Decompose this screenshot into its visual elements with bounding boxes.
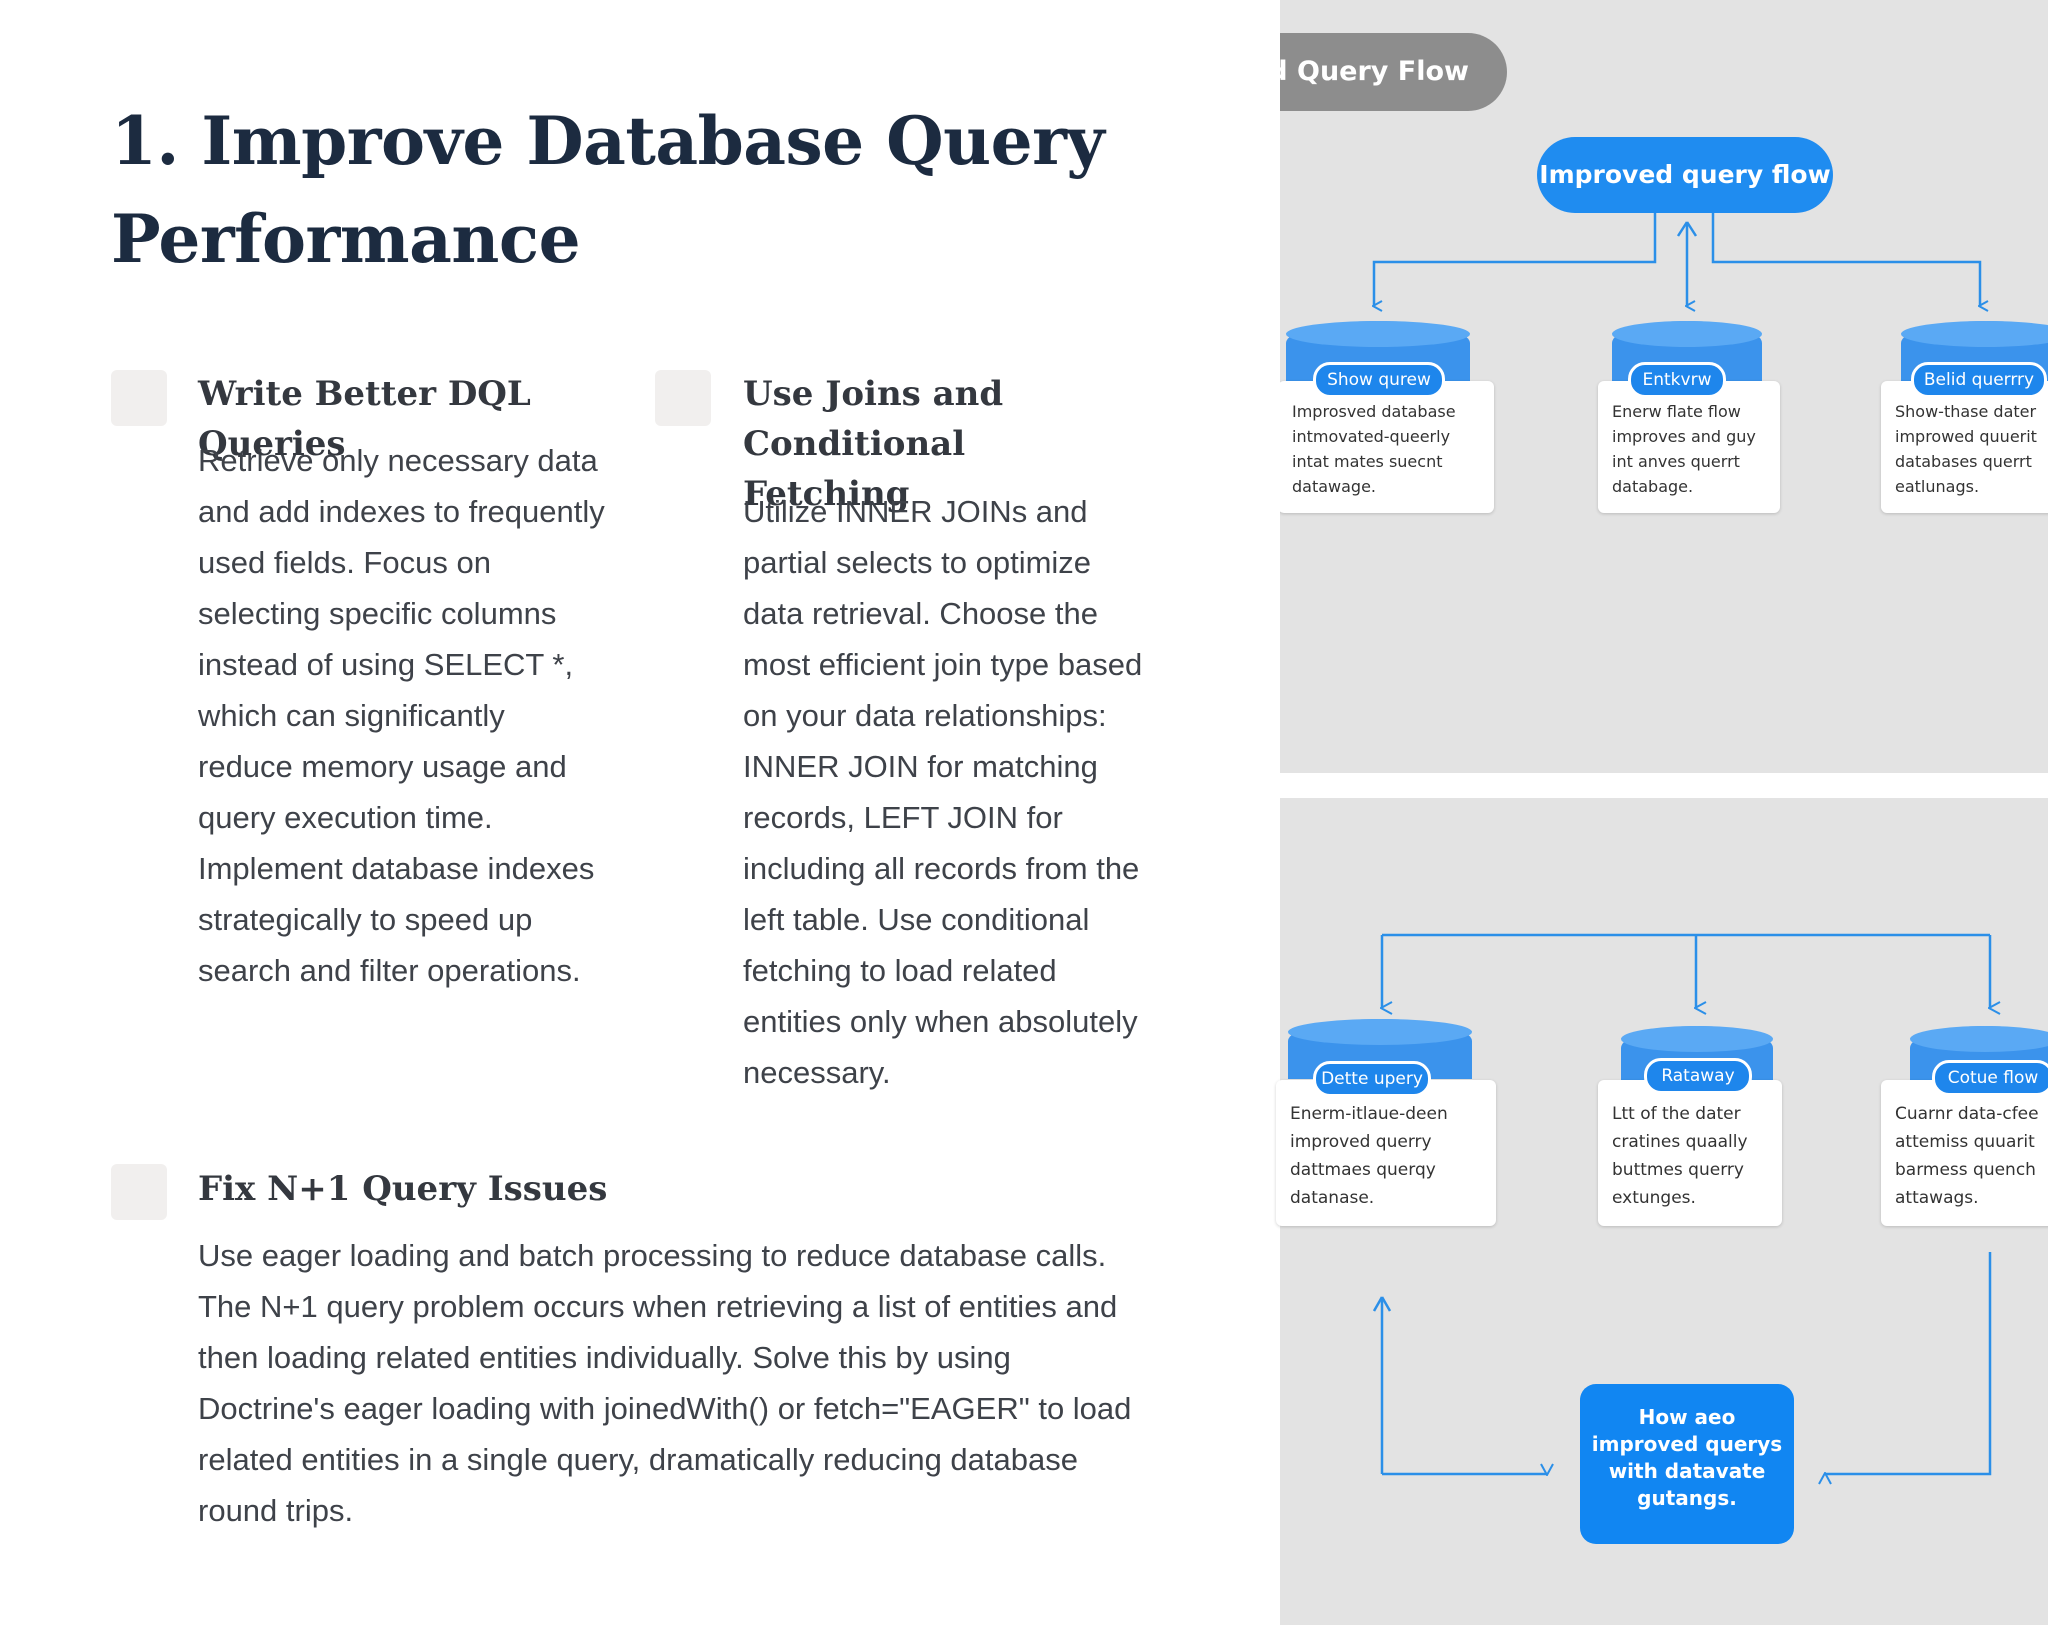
content-area: 1. Improve Database Query Performance Wr… [111, 92, 1258, 1536]
arrow-up-center [1676, 221, 1698, 237]
section-title-3-line-1: Fix N+1 Query Issues [198, 1169, 608, 1209]
section-title-1-line-1: Write Better DQL Queries [198, 374, 531, 464]
final-node-text: gutangs. [1637, 1486, 1737, 1510]
section-body-2-line: left table. Use conditional [743, 902, 1090, 937]
section-body-1-line: search and filter operations. [198, 953, 581, 988]
node-text: cratines quaally [1612, 1132, 1748, 1152]
section-body-2-line: including all records from the [743, 851, 1140, 886]
section-body-2-line: INNER JOIN for matching [743, 749, 1098, 784]
node-text: extunges. [1612, 1188, 1696, 1208]
node-text: int anves querrt [1612, 452, 1740, 471]
section-body-2-line: data retrieval. Choose the [743, 596, 1098, 631]
section-body-3-line: related entities in a single query, dram… [198, 1442, 1078, 1477]
section-body-3-line: Doctrine's eager loading with joinedWith… [198, 1391, 1132, 1426]
section-body-1-line: selecting specific columns [198, 596, 557, 631]
section-body-3-line: round trips. [198, 1493, 354, 1528]
diagram-header-pill: ved Query Flow [1280, 33, 1507, 111]
diagram-panel-top: ved Query Flow Improved query flow Impro… [1280, 0, 2048, 773]
section-marker-3 [111, 1164, 167, 1220]
final-node: How aeo improved querys with datavate gu… [1580, 1384, 1794, 1544]
connector-into-final-right [1825, 1252, 1992, 1474]
connector-lines-top [1280, 213, 2048, 773]
page-title: 1. Improve Database Query Performance [111, 92, 1211, 288]
node-tag: Belid querrry [1911, 362, 2047, 398]
section-body-2: Utilize INNER JOINs and partial selects … [743, 486, 1223, 1098]
node-text: eatlunags. [1895, 477, 1980, 496]
node-tag: Show qurew [1313, 362, 1445, 398]
section-body-2-line: records, LEFT JOIN for [743, 800, 1063, 835]
section-body-2-line: Utilize INNER JOINs and [743, 494, 1088, 529]
final-node-text: How aeo [1638, 1405, 1736, 1429]
section-body-3-line: Use eager loading and batch processing t… [198, 1238, 1107, 1273]
root-node: Improved query flow [1537, 137, 1833, 213]
section-body-1-line: used fields. Focus on [198, 545, 491, 580]
final-node-text: improved querys [1591, 1432, 1783, 1456]
section-marker-2 [655, 370, 711, 426]
node-text: intmovated-queerly [1292, 427, 1451, 446]
section-title-2-line-1: Use Joins and Conditional [743, 374, 1004, 464]
section-title-1: Write Better DQL Queries [198, 369, 638, 469]
section-body-3-line: The N+1 query problem occurs when retrie… [198, 1289, 1118, 1324]
section-body-1-line: strategically to speed up [198, 902, 533, 937]
node-text: Show-thase dater [1895, 402, 2037, 421]
node-card-top-2: Enerw flate flow improves and guy int an… [1598, 381, 1780, 513]
node-text: databage. [1612, 477, 1694, 496]
connector-lines-bottom [1372, 933, 2048, 1625]
node-tag: Entkvrw [1628, 362, 1726, 398]
node-text: Enerw flate flow [1612, 402, 1741, 421]
diagram-image: ved Query Flow Improved query flow Impro… [1276, 0, 2048, 1625]
section-body-1-line: and add indexes to frequently [198, 494, 605, 529]
section-body-1-line: Implement database indexes [198, 851, 595, 886]
node-text: datanase. [1290, 1188, 1375, 1208]
connector-right [1711, 213, 1980, 306]
section-marker-1 [111, 370, 167, 426]
section-body-2-line: partial selects to optimize [743, 545, 1092, 580]
node-text: Improsved database [1292, 402, 1456, 421]
section-body-1-line: query execution time. [198, 800, 493, 835]
node-tag: Dette upery [1313, 1061, 1431, 1097]
section-body-2-line: necessary. [743, 1055, 891, 1090]
node-text: improves and guy [1612, 427, 1756, 446]
node-tag: Cotue flow [1932, 1060, 2048, 1096]
arrow-up-left [1372, 1296, 1392, 1312]
section-body-1-line: reduce memory usage and [198, 749, 567, 784]
node-card-bottom-2: Ltt of the dater cratines quaally buttme… [1598, 1080, 1782, 1226]
node-card-bottom-1: Enerm-itlaue-deen improved querry dattma… [1276, 1080, 1496, 1226]
section-body-1: Retrieve only necessary data and add ind… [198, 435, 658, 996]
node-text: attemiss quuarit [1895, 1132, 2035, 1152]
node-text: attawags. [1895, 1188, 1979, 1208]
final-node-text: with datavate [1608, 1459, 1766, 1483]
section-title-3: Fix N+1 Query Issues [198, 1164, 1098, 1214]
section-body-1-line: instead of using SELECT *, [198, 647, 574, 682]
section-body-2-line: most efficient join type based [743, 647, 1143, 682]
section-title-2-line-2: Fetching [743, 474, 910, 514]
node-text: Enerm-itlaue-deen [1290, 1104, 1448, 1124]
node-text: barmess quench [1895, 1160, 2036, 1180]
node-text: Cuarnr data-cfee [1895, 1104, 2039, 1124]
node-text: Ltt of the dater [1612, 1104, 1741, 1124]
node-tag: Rataway [1644, 1058, 1752, 1094]
node-text: dattmaes querqy [1290, 1160, 1436, 1180]
section-body-2-line: fetching to load related [743, 953, 1057, 988]
section-body-1-line: which can significantly [198, 698, 505, 733]
node-text: intat mates suecnt [1292, 452, 1443, 471]
node-text: improved querry [1290, 1132, 1432, 1152]
node-text: datawage. [1292, 477, 1377, 496]
section-title-2: Use Joins and Conditional Fetching [743, 369, 1203, 519]
node-text: databases querrt [1895, 452, 2032, 471]
node-card-top-1: Improsved database intmovated-queerly in… [1280, 381, 1494, 513]
section-body-2-line: on your data relationships: [743, 698, 1107, 733]
section-body-1-line: Retrieve only necessary data [198, 443, 598, 478]
node-text: buttmes querry [1612, 1160, 1744, 1180]
section-body-3-line: then loading related entities individual… [198, 1340, 1011, 1375]
node-text: improwed quuerit [1895, 427, 2037, 446]
page-title-line-1: 1. Improve Database Query [111, 102, 1105, 180]
node-card-bottom-3: Cuarnr data-cfee attemiss quuarit barmes… [1881, 1080, 2048, 1226]
page-title-line-2: Performance [111, 200, 581, 278]
node-card-top-3: Show-thase dater improwed quuerit databa… [1881, 381, 2048, 513]
section-body-2-line: entities only when absolutely [743, 1004, 1138, 1039]
connector-left [1374, 213, 1657, 306]
section-body-3: Use eager loading and batch processing t… [198, 1230, 1258, 1536]
